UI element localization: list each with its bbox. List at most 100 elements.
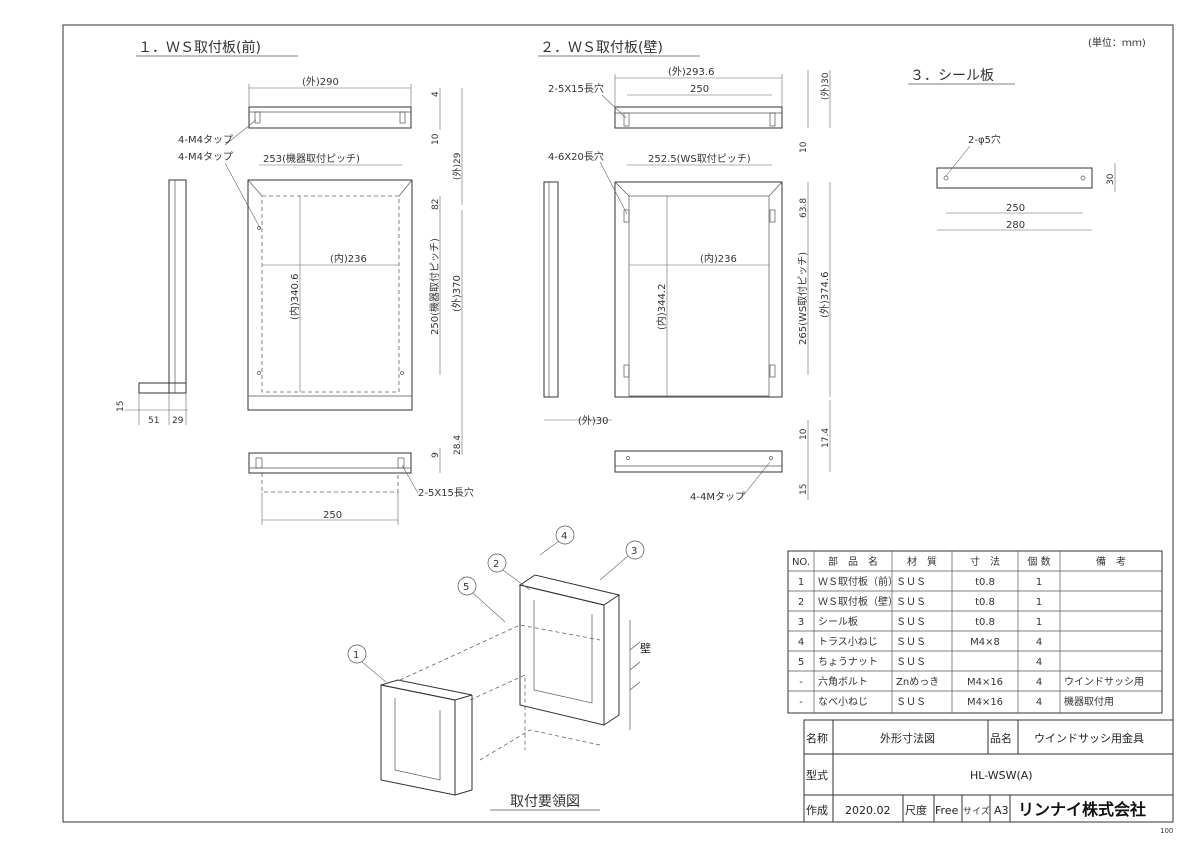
table-cell: 5 — [798, 657, 804, 668]
table-header-cell: 部 品 名 — [828, 555, 878, 568]
dim-v63: 63.8 — [799, 198, 809, 218]
front-plate-inner-opening — [261, 195, 400, 393]
dim-seal-v30: 30 — [1106, 173, 1116, 185]
value-model: HL-WSW(A) — [970, 769, 1033, 782]
front-plate-front-view — [247, 179, 413, 411]
dim-outer-30v: (外)30 — [819, 72, 831, 100]
table-cell: 4 — [1036, 677, 1042, 688]
dim-seal-280: 280 — [1006, 220, 1025, 231]
label-product: 品名 — [990, 731, 1012, 745]
dim-pitch-253: 253(機器取付ピッチ) — [263, 152, 360, 165]
table-cell: M4×8 — [970, 637, 1000, 648]
svg-text:1: 1 — [353, 650, 359, 661]
dim-v28: 28.4 — [453, 435, 463, 455]
label-scale: 尺度 — [905, 803, 927, 817]
value-scale: Free — [935, 804, 959, 817]
value-product: ウインドサッシ用金具 — [1034, 731, 1144, 745]
section-ws-front-plate: １．ＷＳ取付板(前) (外)290 4 10 (外)29 4-M4タップ 4-M… — [116, 39, 474, 525]
dim-inner-236: (内)236 — [330, 252, 367, 265]
front-plate-top-view — [248, 106, 412, 129]
dim-wall-v10: 10 — [799, 141, 809, 153]
dim-outer-290: (外)290 — [302, 76, 339, 88]
wall-plate-bottom-view — [614, 450, 783, 473]
table-cell: M4×16 — [967, 697, 1003, 708]
dim-inner-344: (内)344.2 — [655, 284, 668, 330]
table-cell: 機器取付用 — [1064, 695, 1114, 708]
dim-wall-v10b: 10 — [799, 428, 809, 440]
table-cell: t0.8 — [975, 597, 995, 608]
balloon-4 — [555, 525, 575, 545]
label-holes: 2-φ5穴 — [968, 133, 1001, 146]
table-header-cell: 寸 法 — [970, 555, 1000, 568]
table-cell: 1 — [1036, 617, 1042, 628]
svg-text:5: 5 — [463, 582, 469, 593]
dim-outer-374: (外)374.6 — [819, 272, 831, 318]
label-name: 名称 — [806, 731, 828, 745]
wall-plate-front-view — [614, 181, 783, 398]
label-made: 作成 — [806, 804, 828, 817]
dim-inner-340: (内)340.6 — [288, 274, 301, 320]
dim-outer-29: (外)29 — [451, 152, 463, 180]
label-tap-1: 4-M4タップ — [178, 134, 233, 146]
label-model: 型式 — [806, 768, 828, 782]
wall-plate-inner-opening — [628, 195, 770, 397]
table-cell: 1 — [798, 577, 804, 588]
front-plate-bottom-view — [248, 452, 412, 474]
label-size: サイズ — [963, 805, 990, 817]
dim-v9: 9 — [431, 452, 441, 458]
wall-plate-side-view — [543, 181, 559, 398]
dim-h51: 51 — [148, 416, 159, 426]
unit-note: (単位：ｍｍ) — [1088, 36, 1146, 49]
table-cell: シール板 — [818, 615, 858, 628]
table-cell: ＷＳ取付板（前） — [818, 575, 898, 588]
section2-title: ２．ＷＳ取付板(壁) — [540, 40, 663, 56]
table-cell: 六角ボルト — [818, 676, 868, 688]
table-cell: ＳＵＳ — [896, 577, 926, 588]
table-cell: 1 — [1036, 597, 1042, 608]
label-tap-wall: 4-4Mタップ — [690, 491, 745, 503]
value-name: 外形寸法図 — [880, 731, 935, 745]
table-cell: ＳＵＳ — [896, 617, 926, 628]
balloon-5 — [457, 576, 477, 596]
dim-v4: 4 — [431, 91, 441, 97]
svg-text:4: 4 — [561, 531, 567, 542]
balloon-3 — [625, 540, 645, 560]
table-cell: - — [799, 697, 803, 708]
table-cell: M4×16 — [967, 677, 1003, 688]
table-cell: 1 — [1036, 577, 1042, 588]
table-cell: 4 — [1036, 637, 1042, 648]
section3-title: ３．シール板 — [910, 68, 994, 84]
table-cell: なべ小ねじ — [818, 696, 868, 708]
table-cell: t0.8 — [975, 577, 995, 588]
table-header-cell: 備 考 — [1096, 555, 1126, 568]
dim-v82: 82 — [431, 199, 441, 210]
section-ws-wall-plate: ２．ＷＳ取付板(壁) (外)293.6 250 2-5X15長穴 (外)30 1… — [538, 40, 831, 503]
table-cell: 4 — [1036, 657, 1042, 668]
dim-v17: 17.4 — [821, 428, 831, 448]
dim-outer-293: (外)293.6 — [668, 66, 714, 78]
section1-title: １．ＷＳ取付板(前) — [138, 39, 261, 56]
dim-wall-v15: 15 — [799, 484, 809, 495]
table-header-cell: 個 数 — [1027, 555, 1050, 568]
value-made: 2020.02 — [845, 804, 891, 817]
label-wall: 壁 — [640, 641, 651, 655]
assembly-caption: 取付要領図 — [510, 793, 580, 810]
table-cell: ウインドサッシ用 — [1064, 676, 1144, 688]
drawing-border — [62, 24, 1174, 823]
svg-text:2: 2 — [493, 559, 499, 570]
dim-front-250: 250 — [323, 510, 342, 521]
table-cell: 3 — [798, 617, 804, 628]
table-cell: ＷＳ取付板（壁） — [818, 595, 898, 608]
dim-pitch-265: 265(WS取付ピッチ) — [796, 252, 809, 345]
dim-outer-30h: (外)30 — [578, 415, 609, 427]
front-plate-side-view — [168, 179, 187, 394]
dim-v15: 15 — [116, 401, 126, 412]
table-cell: ＳＵＳ — [896, 657, 926, 668]
dim-pitch-250: 250(機器取付ピッチ) — [428, 238, 441, 335]
title-block: 名称 外形寸法図 品名 ウインドサッシ用金具 型式 HL-WSW(A) 作成 2… — [803, 719, 1174, 823]
table-cell: Znめっき — [896, 676, 939, 688]
dim-seal-250: 250 — [1006, 203, 1025, 214]
